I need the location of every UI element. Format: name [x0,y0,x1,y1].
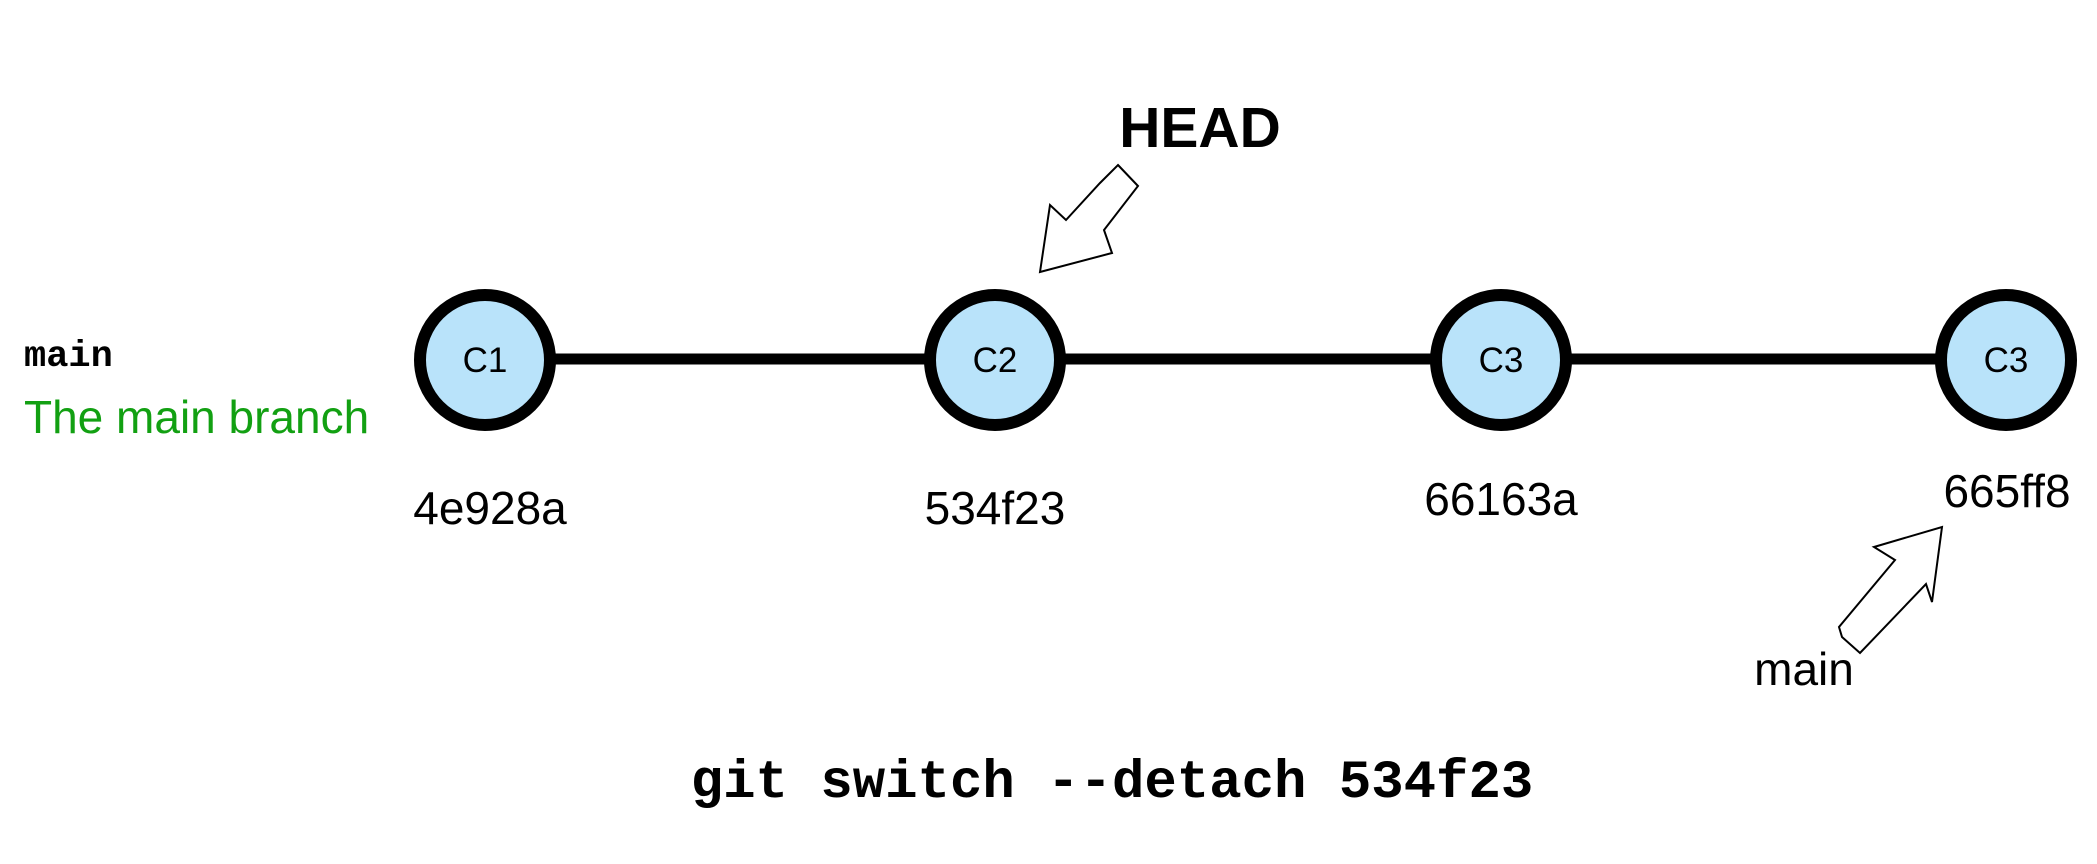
commit-node: C3 [1430,289,1572,431]
commit-circle [924,289,1066,431]
commit-circle [1430,289,1572,431]
commit-hash: 534f23 [925,482,1066,534]
commit-label: C3 [1984,341,2029,380]
commit-circle [414,289,556,431]
main-pointer-label: main [1754,643,1854,695]
commit-label: C2 [973,341,1018,380]
commit-circle [1935,289,2077,431]
legend-branch-description: The main branch [24,391,369,443]
head-pointer-label: HEAD [1119,96,1281,160]
legend-branch-name: main [24,336,113,378]
commit-label: C1 [463,341,508,380]
commit-hash: 665ff8 [1943,465,2070,517]
commit-node: C3 [1935,289,2077,431]
commit-node: C2 [924,289,1066,431]
head-arrow-icon [1038,163,1140,274]
commit-hash: 66163a [1424,473,1578,525]
commit-label: C3 [1479,341,1524,380]
git-command: git switch --detach 534f23 [691,753,1534,814]
main-arrow-icon [1837,525,1944,655]
commit-hash: 4e928a [413,482,567,534]
commit-node: C1 [414,289,556,431]
